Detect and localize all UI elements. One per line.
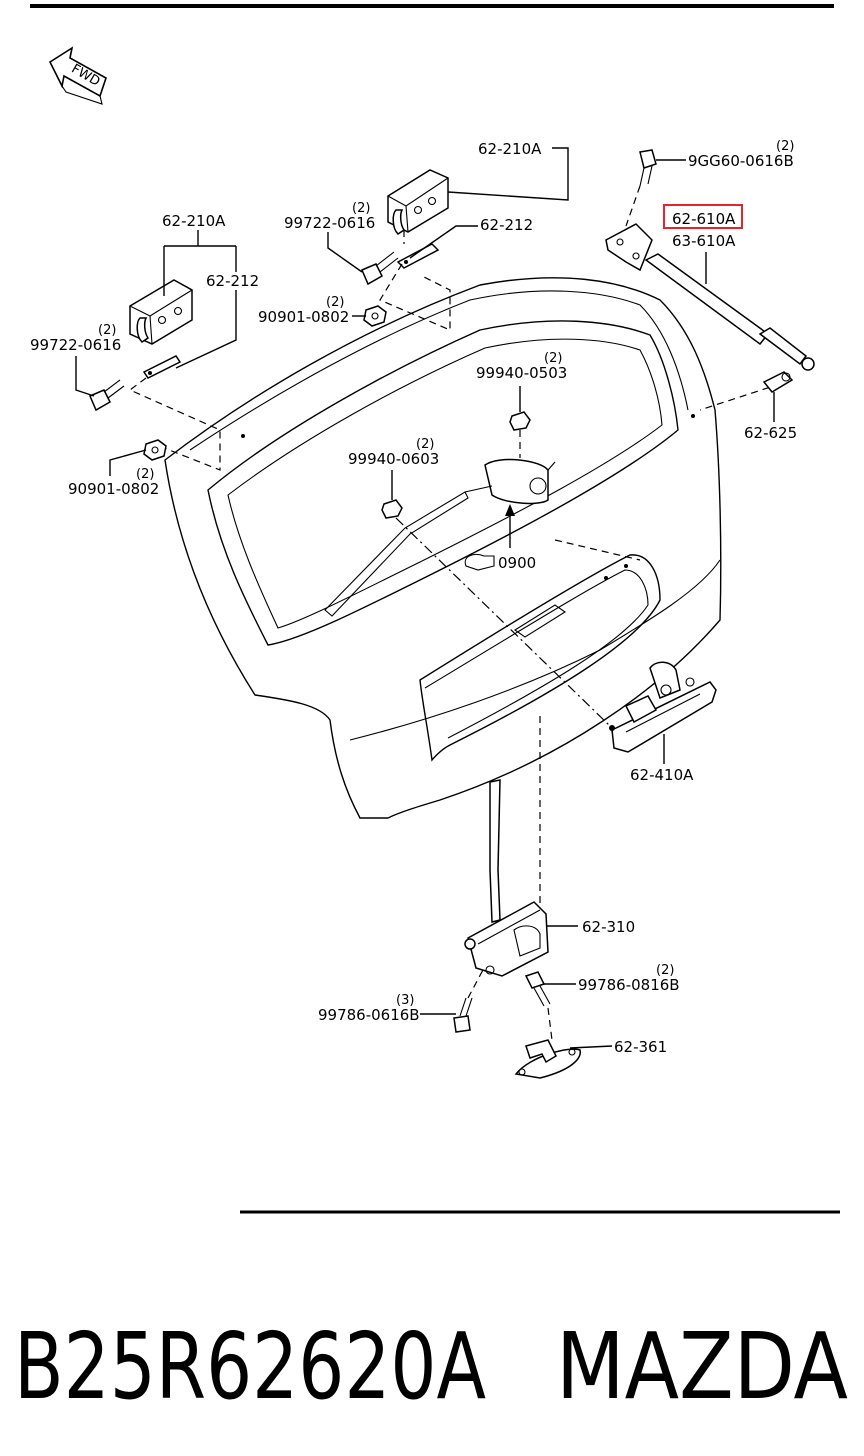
qty-bolt-left: (2) — [98, 323, 116, 338]
label-hinge-right-sub: 62-212 — [480, 216, 533, 234]
qty-nut-lower: (2) — [416, 437, 434, 452]
label-strut-bolt: 9GG60-0616B — [688, 152, 794, 170]
label-nut-upper: 99940-0503 — [476, 364, 567, 382]
label-ball-stud: 62-625 — [744, 424, 797, 442]
label-nut-left: 90901-0802 — [68, 480, 159, 498]
qty-latch-bolt: (2) — [656, 963, 674, 978]
gas-strut — [605, 149, 815, 411]
bolt-right-icon — [361, 251, 399, 286]
label-strut-highlighted: 62-610A — [672, 210, 736, 228]
label-latch-bolt: 99786-0816B — [578, 976, 680, 994]
label-nut-right: 90901-0802 — [258, 308, 349, 326]
hinge-right — [387, 169, 449, 269]
striker-bolt-icon — [453, 997, 473, 1033]
striker-assembly — [514, 1039, 581, 1079]
fwd-arrow-icon: FWD — [48, 46, 107, 105]
nut-right-icon — [363, 305, 387, 327]
qty-striker-bolt: (3) — [396, 993, 414, 1008]
label-latch: 62-310 — [582, 918, 635, 936]
hinge-left — [129, 279, 193, 379]
nut-left-icon — [143, 439, 167, 461]
qty-bolt-right: (2) — [352, 201, 370, 216]
label-nut-lower: 99940-0603 — [348, 450, 439, 468]
latch-assembly — [464, 901, 549, 977]
label-striker: 62-361 — [614, 1038, 667, 1056]
label-strut-other: 63-610A — [672, 232, 736, 250]
handle-assembly — [609, 661, 717, 753]
qty-nut-left: (2) — [136, 467, 154, 482]
qty-nut-right: (2) — [326, 295, 344, 310]
label-hinge-left-sub: 62-212 — [206, 272, 259, 290]
label-bolt-right: 99722-0616 — [284, 214, 375, 232]
ref-hand-icon — [464, 553, 495, 571]
label-ref-group: 0900 — [498, 554, 536, 572]
label-striker-bolt: 99786-0616B — [318, 1006, 420, 1024]
label-handle: 62-410A — [630, 766, 694, 784]
footer-brand: MAZDA — [556, 1313, 848, 1420]
nut-upper-icon — [509, 411, 531, 431]
nut-lower-icon — [381, 499, 403, 519]
liftgate-panel — [164, 277, 722, 819]
latch-bolt-icon — [524, 971, 551, 1007]
bolt-left-icon — [89, 379, 125, 412]
label-bolt-left: 99722-0616 — [30, 336, 121, 354]
footer-part-number: B25R62620A — [14, 1313, 486, 1420]
label-hinge-right: 62-210A — [478, 140, 542, 158]
qty-nut-upper: (2) — [544, 351, 562, 366]
highlight-box — [663, 204, 743, 229]
qty-strut-bolt: (2) — [776, 139, 794, 154]
label-hinge-left: 62-210A — [162, 212, 226, 230]
